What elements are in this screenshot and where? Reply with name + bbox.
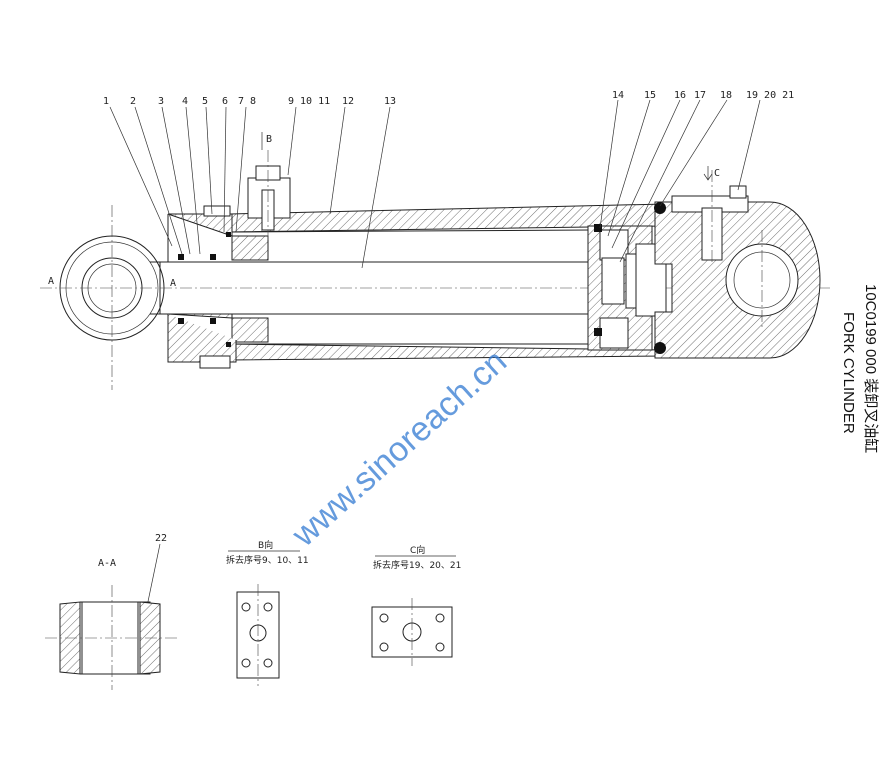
clevis-end xyxy=(654,201,821,359)
part-labels: 1 2 3 4 5 6 7 8 9 10 11 12 13 14 15 16 1… xyxy=(103,90,794,544)
part-label: 15 xyxy=(644,90,656,101)
part-label: 7 8 xyxy=(238,96,256,107)
part-label: 19 20 21 xyxy=(746,90,794,101)
part-label: 3 xyxy=(158,96,164,107)
view-marks: B C A A xyxy=(48,132,720,289)
section-view-aa: A-A xyxy=(45,558,178,690)
part-label: 13 xyxy=(384,96,396,107)
view-c-title: C向 xyxy=(410,544,425,556)
view-c-caption: 拆去序号19、20、21 xyxy=(373,559,461,571)
port-c-fitting xyxy=(671,170,749,265)
part-label: 18 xyxy=(720,90,732,101)
part-label: 22 xyxy=(155,533,167,544)
section-mark-a-left: A xyxy=(48,276,54,287)
drawing-title-code: 10C0199 000 装卸叉油缸 xyxy=(862,284,880,453)
leader-lines xyxy=(109,99,761,641)
part-label: 9 10 11 xyxy=(288,96,330,107)
part-label: 2 xyxy=(130,96,136,107)
part-label: 16 xyxy=(674,90,686,101)
part-label: 12 xyxy=(342,96,354,107)
part-label: 14 xyxy=(612,90,624,101)
part-label: 17 xyxy=(694,90,706,101)
piston xyxy=(587,224,667,351)
view-c: C向 拆去序号19、20、21 xyxy=(371,544,461,666)
view-b-title: B向 xyxy=(258,539,273,551)
section-mark-a-right: A xyxy=(170,278,176,289)
part-label: 5 xyxy=(202,96,208,107)
part-label: 6 xyxy=(222,96,228,107)
view-mark-c: C xyxy=(714,168,720,179)
part-label: 4 xyxy=(182,96,188,107)
port-b-fitting xyxy=(247,150,291,240)
view-mark-b: B xyxy=(266,134,272,145)
title-block: 10C0199 000 装卸叉油缸 FORK CYLINDER xyxy=(840,284,880,453)
section-title-aa: A-A xyxy=(98,558,116,569)
part-label: 1 xyxy=(103,96,109,107)
gland-head xyxy=(167,205,269,369)
watermark: www.sinoreach.cn xyxy=(284,342,514,554)
cylinder-assembly xyxy=(40,150,830,390)
drawing-title-english: FORK CYLINDER xyxy=(840,312,857,434)
view-b-caption: 拆去序号9、10、11 xyxy=(226,554,309,566)
view-b: B向 拆去序号9、10、11 xyxy=(226,539,309,686)
rod-eye xyxy=(59,205,165,390)
